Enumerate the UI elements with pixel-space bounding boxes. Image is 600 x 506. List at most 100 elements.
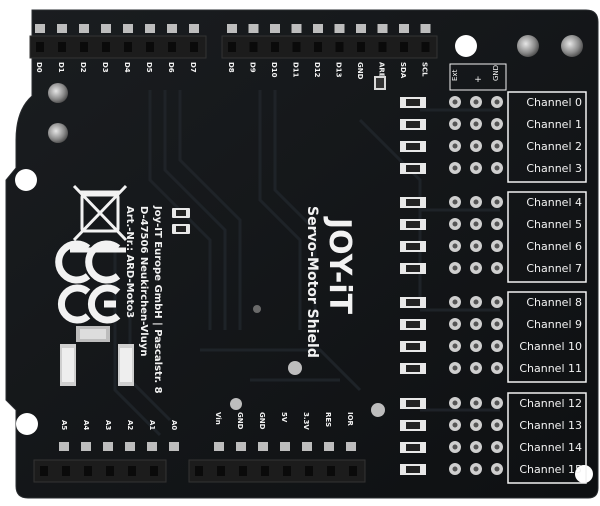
mounting-hole	[15, 169, 37, 191]
pcb-board	[5, 9, 599, 499]
servo-pin-hole	[452, 299, 458, 305]
solder-pad	[35, 24, 45, 33]
pin-label: A4	[82, 420, 90, 430]
header-socket	[106, 466, 114, 476]
channel-label: Channel 3	[526, 162, 582, 175]
servo-pin-hole	[494, 143, 500, 149]
servo-pin-hole	[473, 99, 479, 105]
servo-pin-hole	[452, 165, 458, 171]
channel-label: Channel 0	[526, 96, 582, 109]
pin-label: D4	[123, 62, 131, 73]
header-socket	[168, 42, 176, 52]
header-socket	[36, 42, 44, 52]
power-header	[188, 442, 366, 483]
servo-pin-hole	[452, 321, 458, 327]
power-header-body	[188, 459, 366, 483]
servo-pin-hole	[452, 265, 458, 271]
pin-label: D2	[79, 62, 87, 73]
servo-pin-hole	[494, 99, 500, 105]
servo-pin-hole	[452, 343, 458, 349]
smd-resistor-column	[400, 97, 426, 475]
mounting-hole	[455, 35, 477, 57]
pin-label: 3.3V	[302, 412, 310, 430]
header-socket	[314, 42, 322, 52]
solder-pad	[399, 24, 409, 33]
channel-label: Channel 8	[526, 296, 582, 309]
company-address-block: Joy-IT Europe GmbH | Pascalstr. 8 D-4750…	[124, 205, 163, 394]
digital-header-d0-d7	[29, 24, 207, 59]
servo-pin-hole	[473, 422, 479, 428]
pin-label: D13	[335, 62, 343, 78]
pin-label: D10	[270, 62, 278, 78]
solder-pad	[79, 24, 89, 33]
servo-pin-hole	[494, 343, 500, 349]
solder-pad	[101, 24, 111, 33]
pin-label: AREF	[378, 62, 386, 83]
servo-pin-hole	[473, 121, 479, 127]
channel-group-box	[507, 291, 587, 383]
mounting-hole	[16, 413, 38, 435]
smd-resistor-body	[406, 365, 420, 372]
ext-label: Ext	[451, 69, 459, 81]
pin-label: A0	[170, 420, 178, 430]
smd-resistor-body	[406, 466, 420, 473]
servo-pin-hole	[473, 243, 479, 249]
header-socket	[124, 42, 132, 52]
solder-pad	[59, 442, 69, 451]
header-socket	[271, 42, 279, 52]
smd-resistor-body	[406, 199, 420, 206]
pin-label: IOR	[346, 412, 354, 427]
pin-label: D11	[292, 62, 300, 78]
servo-pin-hole	[494, 243, 500, 249]
servo-pin-hole	[473, 143, 479, 149]
servo-pin-hole	[473, 265, 479, 271]
servo-pin-hole	[452, 199, 458, 205]
servo-pin-hole	[494, 199, 500, 205]
servo-pin-hole	[473, 444, 479, 450]
servo-pin-hole	[494, 221, 500, 227]
pin-label: RES	[324, 412, 332, 427]
channel-label: Channel 9	[526, 318, 582, 331]
servo-pin-hole	[452, 400, 458, 406]
servo-pin-hole	[494, 121, 500, 127]
header-socket	[128, 466, 136, 476]
plus-label: +	[474, 75, 482, 85]
header-socket	[421, 42, 430, 52]
header-socket	[349, 466, 357, 476]
servo-pin-hole	[494, 444, 500, 450]
solder-pad	[227, 24, 237, 33]
smd-resistor-body	[406, 165, 420, 172]
company-line-1: Joy-IT Europe GmbH | Pascalstr. 8	[152, 205, 163, 394]
servo-pin-hole	[473, 199, 479, 205]
servo-pin-hole	[452, 422, 458, 428]
header-socket	[62, 466, 70, 476]
digital-header-b-body	[221, 35, 438, 59]
channel-group-box	[507, 91, 587, 183]
servo-pin-grid	[449, 96, 503, 475]
pin-label: A5	[60, 420, 68, 430]
smd-resistor-body	[406, 343, 420, 350]
solder-pad	[313, 24, 323, 33]
channel-label: Channel 6	[526, 240, 582, 253]
brand-logo: JOY-iT	[322, 216, 357, 315]
channel-label: Channel 14	[519, 441, 582, 454]
analog-header	[33, 442, 179, 483]
pin-label: D12	[313, 62, 321, 78]
analog-header-body	[33, 459, 167, 483]
header-socket	[327, 466, 335, 476]
solder-pad	[420, 24, 431, 33]
channel-label: Channel 7	[526, 262, 582, 275]
header-socket	[283, 466, 291, 476]
channel-group-box	[507, 392, 587, 484]
solder-pad	[167, 24, 177, 33]
pin-label: D8	[227, 62, 235, 73]
pin-label: D6	[167, 62, 175, 73]
solder-pad	[125, 442, 135, 451]
servo-pin-hole	[494, 321, 500, 327]
servo-pin-hole	[494, 400, 500, 406]
channel-label: Channel 10	[519, 340, 582, 353]
company-line-3: Art.-Nr.: ARD-Moto3	[124, 206, 135, 318]
